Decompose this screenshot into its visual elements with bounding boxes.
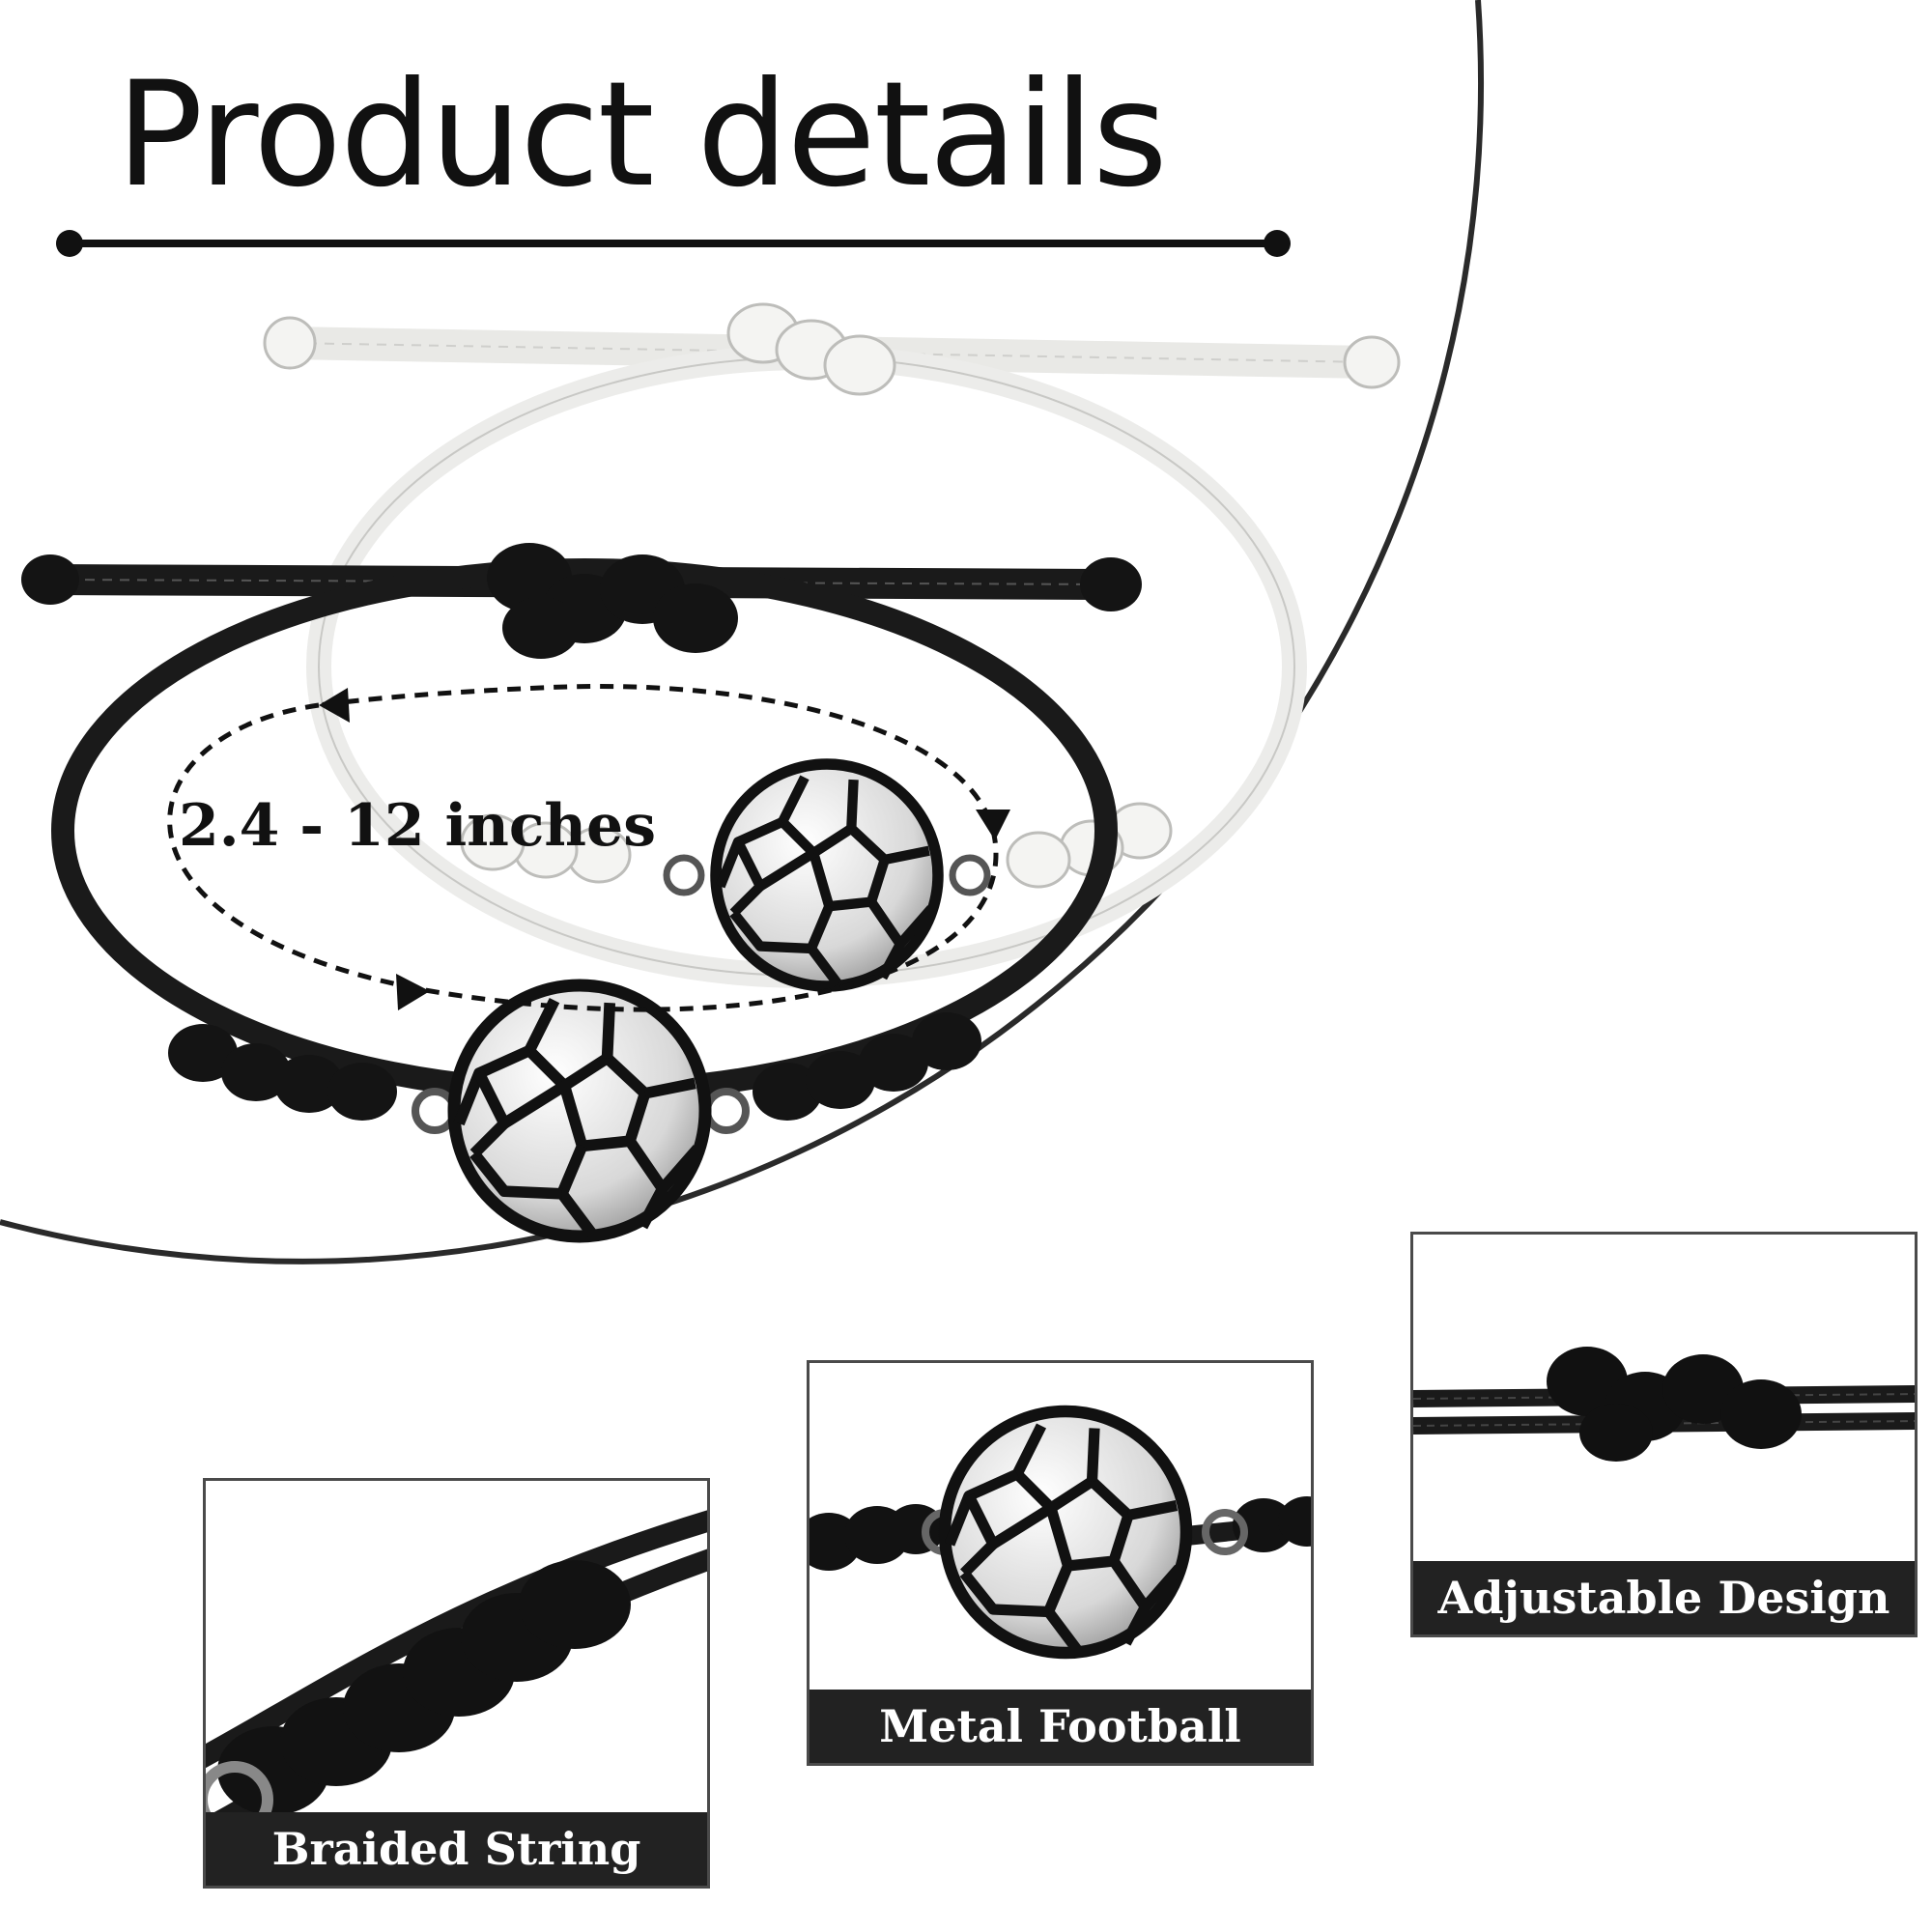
detail-adjustable-design: Adjustable Design [1410, 1232, 1918, 1637]
detail-braided-string: Braided String [203, 1478, 710, 1889]
sliding-knot-icon [726, 302, 896, 396]
football-charm-icon [454, 985, 705, 1236]
detail-caption-metal-football: Metal Football [810, 1690, 1311, 1763]
sliding-knot-icon [487, 543, 738, 659]
size-range-label: 2.4 - 12 inches [179, 792, 656, 860]
adjustable-knot-closeup [1413, 1347, 1915, 1462]
page-title: Product details [116, 51, 1168, 219]
underline-dot-left [56, 230, 83, 257]
detail-caption-adjustable-design: Adjustable Design [1413, 1561, 1915, 1634]
underline-dot-right [1264, 230, 1291, 257]
background-arc [0, 0, 1485, 1264]
dimension-arrow-icon [167, 683, 1010, 1012]
black-bracelet [21, 543, 1142, 1236]
football-charm-icon [716, 764, 938, 986]
braided-string-closeup [206, 1510, 707, 1838]
white-bracelet [263, 302, 1401, 986]
detail-caption-braided-string: Braided String [206, 1812, 707, 1886]
detail-metal-football: Metal Football [807, 1360, 1314, 1766]
metal-football-closeup [810, 1363, 1311, 1766]
sliding-knot-icon [1547, 1347, 1802, 1462]
football-charm-icon [945, 1411, 1186, 1653]
